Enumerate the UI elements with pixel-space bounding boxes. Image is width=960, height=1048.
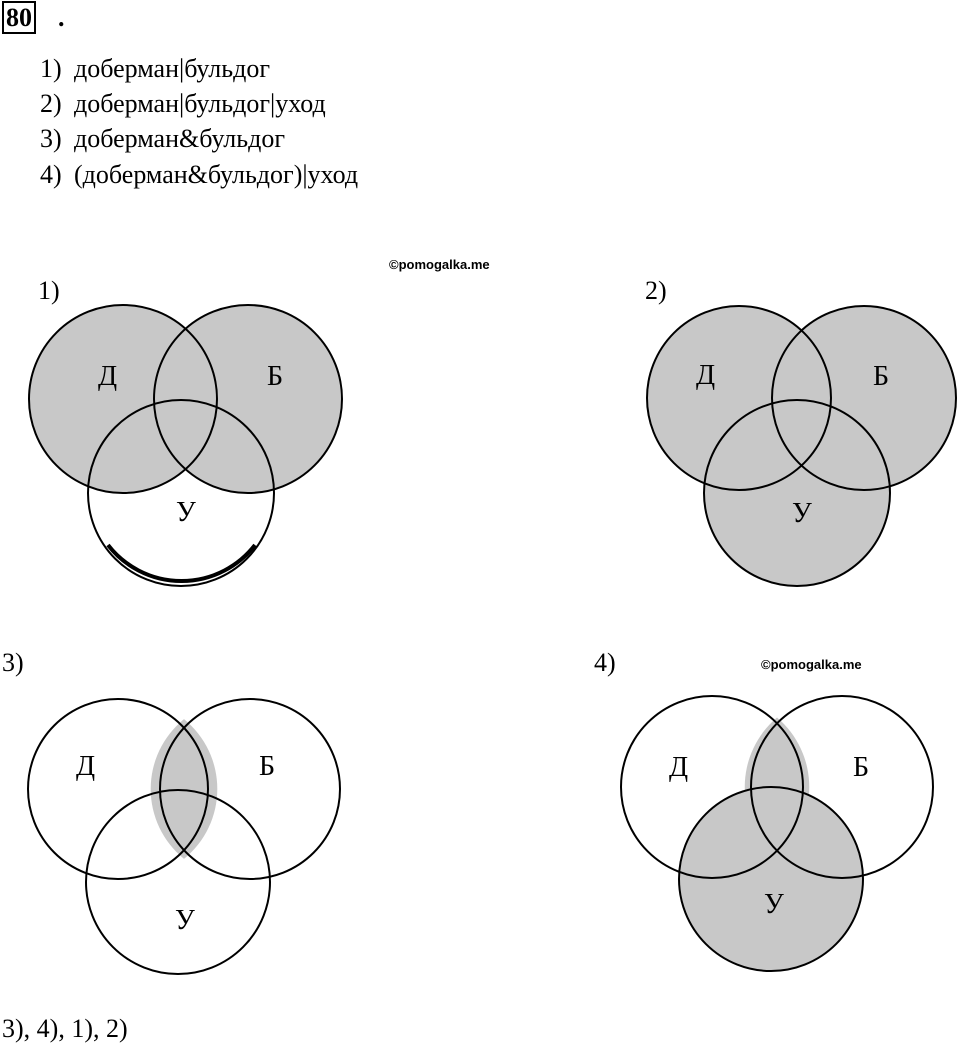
query-item-1: 1) доберман|бульдог: [40, 54, 270, 84]
venn-circle-u: [87, 399, 275, 587]
query-item-3: 3) доберман&бульдог: [40, 124, 285, 154]
task-number-dot: .: [58, 3, 65, 32]
query-item-4: 4) (доберман&бульдог)|уход: [40, 160, 358, 190]
query-text: доберман|бульдог: [74, 54, 271, 83]
venn-region-u: [679, 787, 863, 971]
task-number: 80: [2, 1, 36, 34]
venn-circle-b: [771, 305, 957, 491]
venn-set-label-b: Б: [267, 361, 283, 392]
answer-text: 3), 4), 1), 2): [2, 1014, 128, 1043]
query-number: 3): [40, 124, 62, 153]
venn-set-label-d: Д: [696, 360, 715, 391]
venn-region-u: [704, 400, 890, 586]
diagram-label-1: 1): [38, 276, 60, 305]
venn-set-label-b: Б: [873, 361, 889, 392]
venn-set-label-b: Б: [259, 751, 275, 782]
watermark: ©pomogalka.me: [389, 257, 490, 272]
venn-circle-u: [678, 786, 864, 972]
venn-circle-d: [646, 305, 832, 491]
venn-circle-b: [750, 695, 934, 879]
query-text: доберман|бульдог|уход: [74, 89, 326, 118]
venn-set-label-u: У: [175, 905, 195, 936]
query-number: 2): [40, 89, 62, 118]
query-number: 4): [40, 160, 62, 189]
venn-set-label-d: Д: [98, 361, 117, 392]
watermark: ©pomogalka.me: [761, 657, 862, 672]
query-text: доберман&бульдог: [74, 124, 286, 153]
query-text: (доберман&бульдог)|уход: [74, 160, 359, 189]
venn-circle-d: [27, 698, 209, 880]
venn-set-label-u: У: [176, 497, 196, 528]
venn-set-label-d: Д: [669, 752, 688, 783]
venn-set-label-b: Б: [853, 752, 869, 783]
venn-circle-u: [703, 399, 891, 587]
diagram-label-3: 3): [2, 648, 24, 677]
diagram-label-4: 4): [594, 648, 616, 677]
diagram-label-2: 2): [645, 276, 667, 305]
venn-set-label-u: У: [792, 498, 812, 529]
venn-circle-d: [28, 304, 218, 494]
query-number: 1): [40, 54, 62, 83]
venn-circle-u-thick-edge: [106, 543, 257, 584]
venn-circle-u: [85, 789, 271, 975]
venn-circle-b: [153, 304, 343, 494]
query-item-2: 2) доберман|бульдог|уход: [40, 89, 326, 119]
venn-set-label-d: Д: [76, 751, 95, 782]
venn-circle-b: [159, 698, 341, 880]
venn-circle-d: [620, 695, 804, 879]
venn-region-b: [154, 305, 342, 493]
venn-set-label-u: У: [764, 889, 784, 920]
